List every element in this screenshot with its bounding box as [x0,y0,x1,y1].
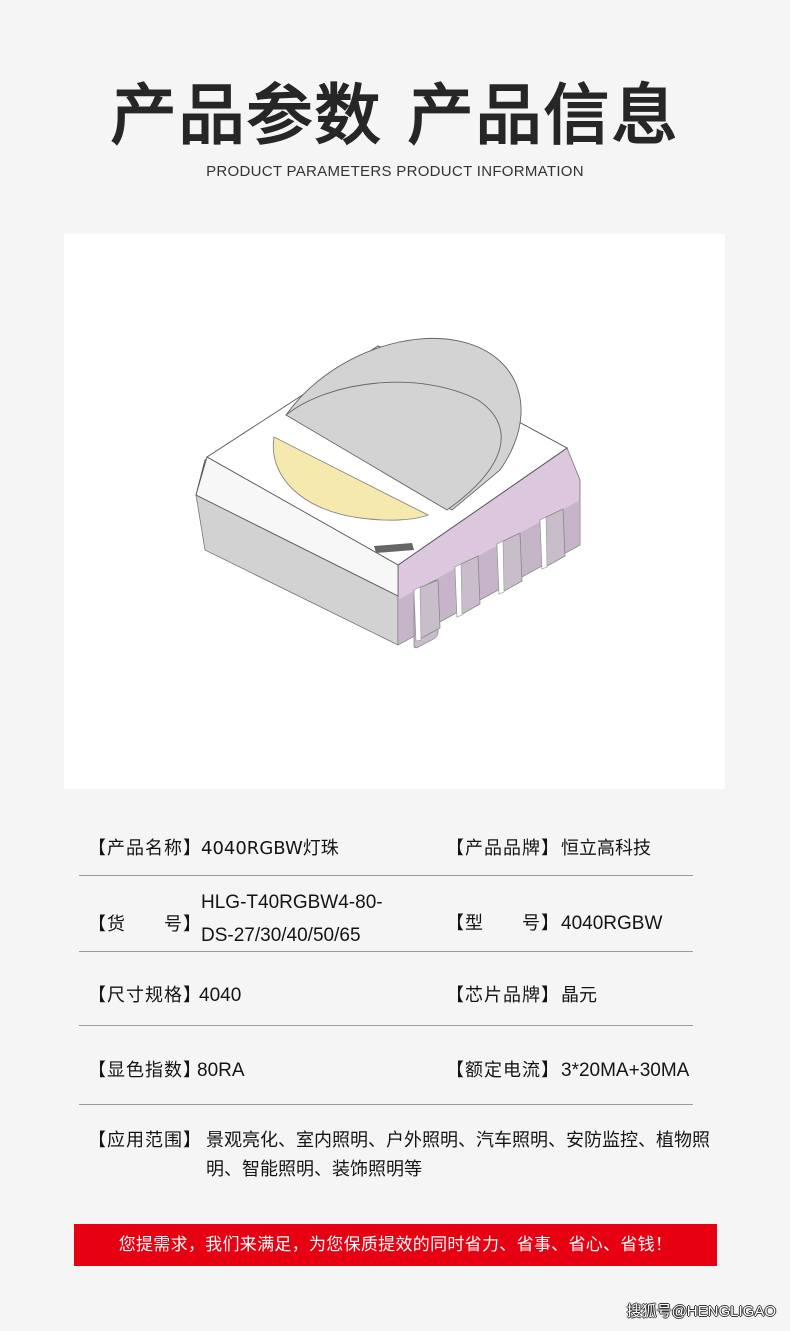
spec-value-model: 4040RGBW [561,913,663,934]
spec-value-product-name: 4040RGBW灯珠 [201,838,339,859]
product-image-panel [64,234,725,789]
page-title: 产品参数 产品信息 [110,77,680,154]
promo-banner: 您提需求，我们来满足，为您保质提效的同时省力、省事、省心、省钱！ [74,1224,717,1266]
spec-label-application: 【应用范围】 [88,1130,202,1151]
polarity-mark [374,543,414,553]
spec-label-model: 【型 号】 [446,913,560,934]
spec-label-rated-current: 【额定电流】 [446,1060,560,1081]
spec-label-size: 【尺寸规格】 [88,985,202,1006]
spec-value-size: 4040 [199,985,242,1006]
divider [79,1025,693,1026]
spec-label-product-name: 【产品名称】 [88,838,202,859]
spec-value-chip-brand: 晶元 [561,985,597,1006]
spec-label-item-no: 【货 号】 [88,914,202,935]
led-chip-illustration [195,337,581,649]
spec-value-item-no-line1: HLG-T40RGBW4-80- [201,892,383,913]
spec-value-item-no-line2: DS-27/30/40/50/65 [201,925,361,946]
spec-value-cri: 80RA [197,1060,245,1081]
yellow-lens [272,436,430,521]
spec-value-application: 景观亮化、室内照明、户外照明、汽车照明、安防监控、植物照明、智能照明、装饰照明等 [206,1130,710,1180]
watermark: 搜狐号@HENGLIGAO [626,1303,776,1320]
spec-value-rated-current: 3*20MA+30MA [561,1060,690,1081]
spec-label-brand: 【产品品牌】 [446,838,560,859]
spec-label-chip-brand: 【芯片品牌】 [446,985,560,1006]
spec-value-brand: 恒立高科技 [561,838,651,859]
divider [79,1104,693,1105]
spec-label-cri: 【显色指数】 [88,1060,202,1081]
page-subtitle: PRODUCT PARAMETERS PRODUCT INFORMATION [206,163,584,180]
divider [79,951,693,952]
divider [79,875,693,876]
